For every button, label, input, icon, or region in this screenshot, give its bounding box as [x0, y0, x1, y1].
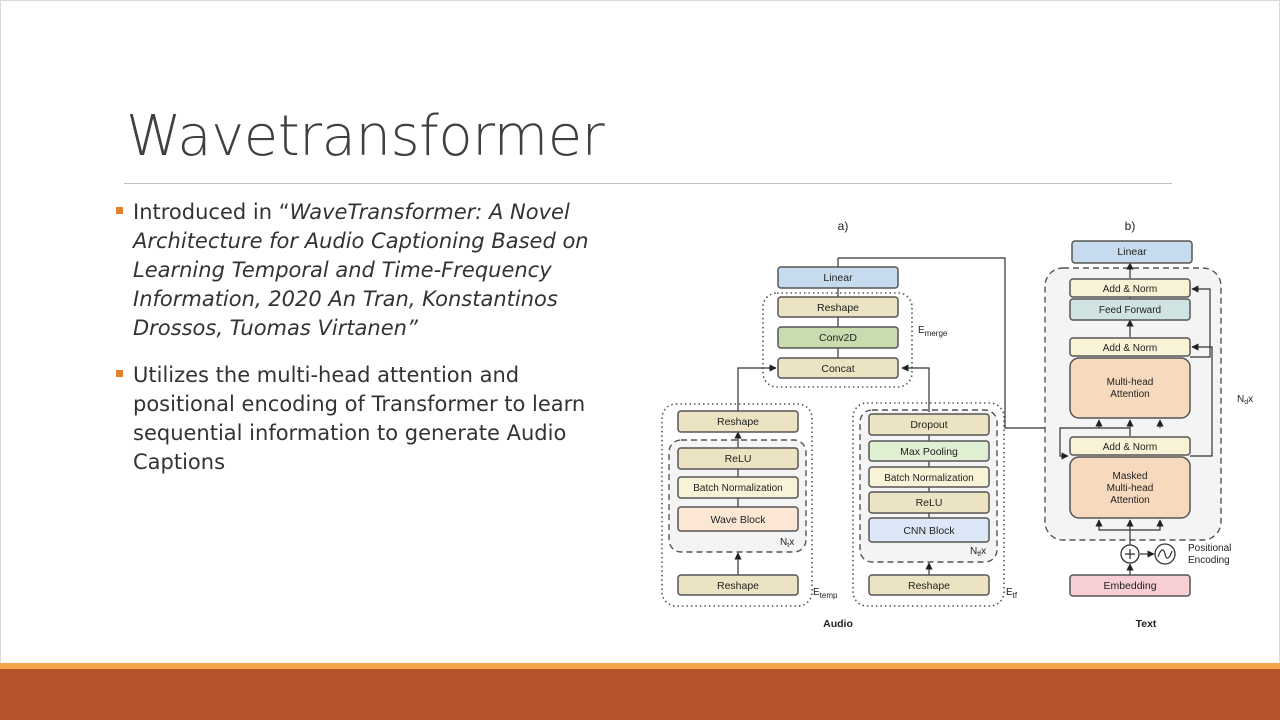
conv2d-block: Conv2D [777, 326, 899, 349]
batchnorm-tf-label: Batch Normalization [884, 473, 973, 484]
bullet-text: Utilizes the multi-head attention and po… [125, 361, 616, 477]
relu-temp-label: ReLU [725, 453, 752, 465]
temp-group [661, 403, 813, 607]
title-divider [124, 183, 1172, 184]
relu-tf-label: ReLU [916, 497, 943, 509]
panel-a-label: a) [838, 219, 849, 233]
temp-reshape-bottom-block: Reshape [677, 574, 799, 596]
temp-reshape-top-label: Reshape [717, 416, 759, 428]
etf-label: Etf [1006, 587, 1018, 600]
maxpool-block: Max Pooling [868, 440, 990, 462]
merge-group [762, 292, 913, 388]
maxpool-label: Max Pooling [900, 446, 958, 458]
tf-reshape-bottom-block: Reshape [868, 574, 990, 596]
tf-reshape-bottom-label: Reshape [908, 580, 950, 592]
bullet-prefix: Utilizes the multi-head attention and po… [133, 363, 586, 474]
batchnorm-tf-block: Batch Normalization [868, 466, 990, 488]
merge-reshape-block: Reshape [777, 296, 899, 318]
bullet-text: Introduced in “WaveTransformer: A Novel … [125, 198, 616, 343]
bullet-citation: WaveTransformer: A Novel Architecture fo… [133, 200, 589, 340]
feed-forward-block: Feed Forward [1069, 298, 1191, 321]
slide-title: Wavetransformer [126, 104, 605, 169]
conv2d-label: Conv2D [819, 332, 857, 344]
feed-forward-label: Feed Forward [1099, 305, 1161, 316]
bullet-square-icon [116, 370, 123, 377]
temp-reshape-top-block: Reshape [677, 410, 799, 433]
relu-temp-block: ReLU [677, 447, 799, 470]
mha-line-2: Attention [1110, 389, 1149, 400]
relu-tf-block: ReLU [868, 491, 990, 514]
batchnorm-temp-block: Batch Normalization [677, 476, 799, 499]
emerge-label: Emerge [918, 325, 948, 338]
concat-block: Concat [777, 357, 899, 379]
bullet-prefix: Introduced in “ [133, 200, 290, 224]
wave-block: Wave Block [677, 506, 799, 532]
connector [1095, 519, 1130, 531]
add-norm-2-block: Add & Norm [1069, 337, 1191, 357]
add-norm-1-label: Add & Norm [1103, 284, 1157, 295]
masked-line-2: Multi-head [1107, 483, 1154, 494]
cnn-block: CNN Block [868, 517, 990, 543]
audio-caption: Audio [823, 618, 853, 630]
add-norm-3-label: Add & Norm [1103, 442, 1157, 453]
bullet-item: Utilizes the multi-head attention and po… [116, 361, 616, 477]
residual-ff [1190, 285, 1211, 358]
connector [1130, 519, 1164, 531]
bullet-list: Introduced in “WaveTransformer: A Novel … [116, 198, 616, 495]
bullet-square-icon [116, 207, 123, 214]
temp-to-concat-arrow [737, 364, 777, 411]
linear-b-label: Linear [1117, 246, 1147, 258]
linear-a-label: Linear [823, 272, 853, 284]
bullet-item: Introduced in “WaveTransformer: A Novel … [116, 198, 616, 343]
etemp-label: Etemp [813, 587, 838, 600]
mha-line-1: Multi-head [1107, 377, 1154, 388]
temp-reshape-bottom-label: Reshape [717, 580, 759, 592]
dropout-block: Dropout [868, 413, 990, 436]
embedding-label: Embedding [1103, 580, 1156, 592]
add-norm-1-block: Add & Norm [1069, 278, 1191, 298]
nd-label: Ndx [1237, 394, 1253, 406]
panel-b-label: b) [1125, 219, 1136, 233]
add-norm-3-block: Add & Norm [1069, 436, 1191, 456]
add-circle-icon [1120, 544, 1140, 564]
dropout-label: Dropout [910, 419, 947, 431]
ntf-label: Ntfx [970, 546, 986, 558]
linear-b-block: Linear [1071, 240, 1193, 264]
linear-a-block: Linear [777, 266, 899, 289]
merge-reshape-label: Reshape [817, 302, 859, 314]
text-caption: Text [1136, 618, 1157, 630]
add-norm-2-label: Add & Norm [1103, 343, 1157, 354]
masked-line-1: Masked [1112, 471, 1147, 482]
footer-accent-stripe [0, 663, 1280, 669]
residual-masked [1059, 427, 1130, 460]
masked-line-3: Attention [1110, 495, 1149, 506]
footer-band [0, 669, 1280, 720]
batchnorm-temp-label: Batch Normalization [693, 483, 782, 494]
cnn-block-label: CNN Block [903, 525, 955, 537]
nt-label: Ntx [780, 537, 794, 549]
sine-wave-icon [1154, 543, 1176, 565]
concat-label: Concat [821, 363, 854, 375]
wave-block-label: Wave Block [710, 514, 766, 526]
tf-to-concat-arrow [901, 364, 930, 412]
residual-mha [1190, 343, 1213, 457]
embedding-block: Embedding [1069, 574, 1191, 597]
